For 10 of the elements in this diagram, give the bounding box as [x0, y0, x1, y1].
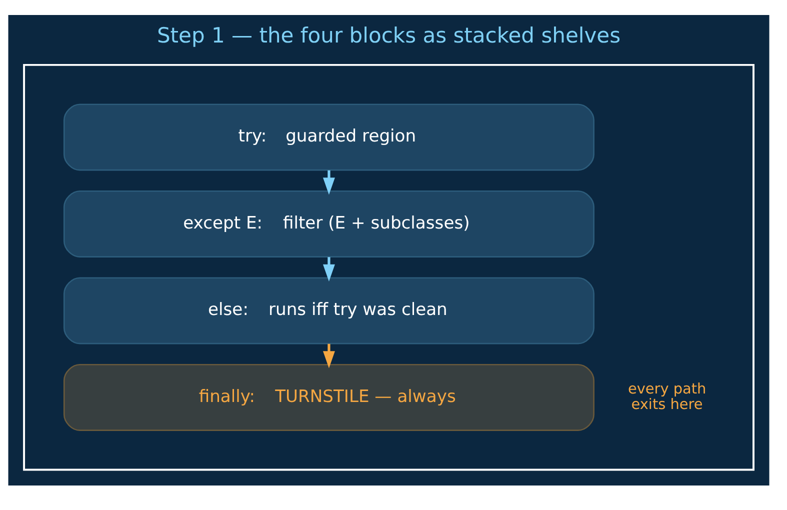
node-box: except E: filter (E + subclasses)	[63, 190, 594, 258]
cluster	[23, 64, 754, 471]
arrow	[322, 344, 335, 368]
diagram-title: Step 1 — the four blocks as stacked shelves	[156, 22, 621, 48]
node-box: else: runs iff try was clean	[63, 277, 594, 344]
arrow	[322, 170, 335, 195]
arrow	[322, 257, 335, 282]
node-box: finally: TURNSTILE — always	[63, 364, 594, 431]
node-box: try: guarded region	[63, 104, 594, 171]
node-label: every path exits here	[628, 381, 706, 414]
